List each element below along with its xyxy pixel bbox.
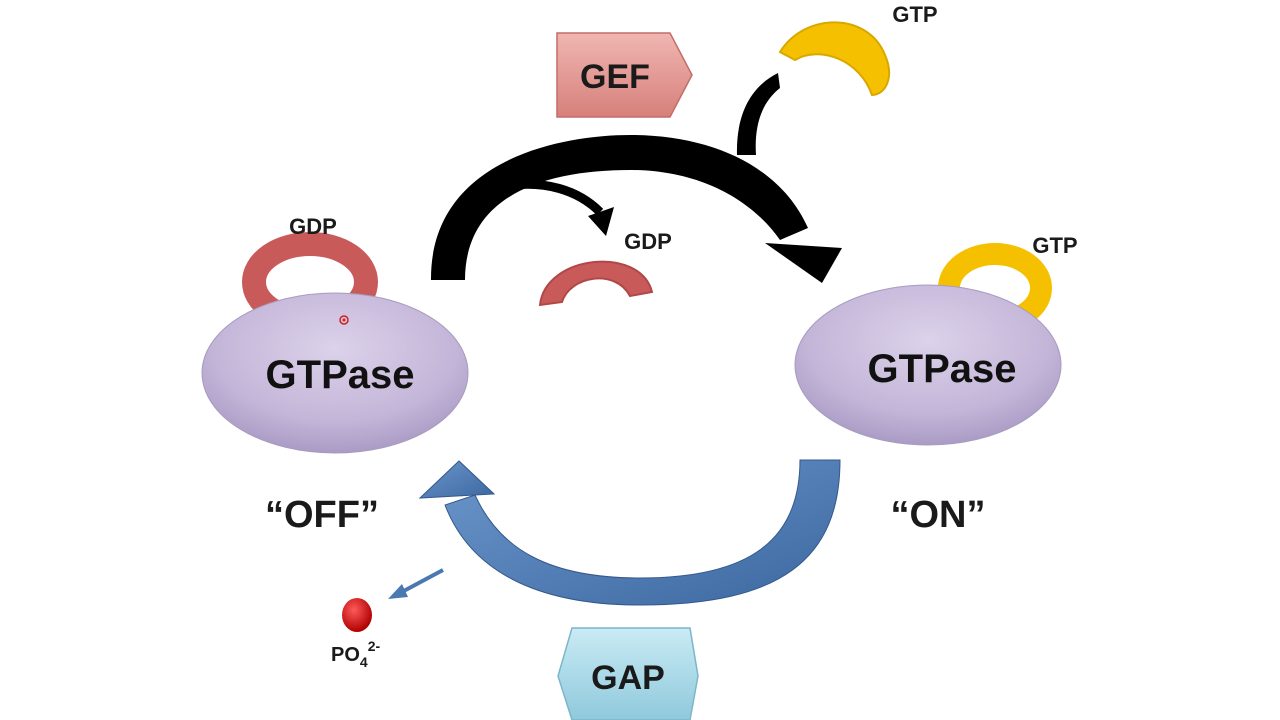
gtpase-off-body <box>201 292 469 454</box>
gtpase-on-label: GTPase <box>868 347 1017 391</box>
gdp-bound-label: GDP <box>289 214 337 239</box>
gef-tag-shape <box>556 32 693 118</box>
gap-tag-shape <box>557 627 699 720</box>
phosphate-arrow <box>399 568 444 595</box>
gap-label: GAP <box>591 659 665 697</box>
gtp-entry-arrow <box>736 73 780 155</box>
gtp-free: GTP <box>778 2 938 97</box>
state-off-label: “OFF” <box>265 494 379 536</box>
gtp-free-crescent-icon <box>778 21 891 97</box>
phosphate-base: PO <box>331 644 360 666</box>
inactivation-arrow <box>418 459 841 606</box>
gdp-released-label: GDP <box>624 229 672 254</box>
gtpase-off: GTPase <box>201 292 469 454</box>
marker-dot-center <box>342 318 346 322</box>
activation-arrow <box>430 135 842 283</box>
gdp-released-crescent-icon <box>538 260 654 307</box>
activation-arrow-body <box>430 135 808 280</box>
gef-label: GEF <box>580 58 650 96</box>
gtpase-on-body <box>794 284 1062 446</box>
svg-text:PO42-: PO42- <box>331 638 380 670</box>
inactivation-arrow-head-icon <box>418 460 496 499</box>
phosphate-subscript: 4 <box>360 654 368 670</box>
state-on-label: “ON” <box>891 494 986 536</box>
gdp-released: GDP <box>538 229 672 307</box>
gtpase-off-label: GTPase <box>266 353 415 397</box>
gef-enzyme: GEF <box>556 32 693 118</box>
gap-enzyme: GAP <box>557 627 699 720</box>
phosphate-arrow-head-icon <box>388 584 408 599</box>
phosphate-release: PO42- <box>331 568 444 670</box>
phosphate-ball-icon <box>342 598 372 632</box>
phosphate-superscript: 2- <box>368 638 381 654</box>
marker-dot-icon <box>339 315 349 325</box>
gtp-bound-label: GTP <box>1032 233 1077 258</box>
activation-arrow-head-icon <box>765 243 842 283</box>
inactivation-arrow-body <box>444 459 841 606</box>
gtpase-on: GTPase <box>794 284 1062 446</box>
gdp-release-arrow <box>504 179 614 236</box>
gtp-free-label: GTP <box>892 2 937 27</box>
